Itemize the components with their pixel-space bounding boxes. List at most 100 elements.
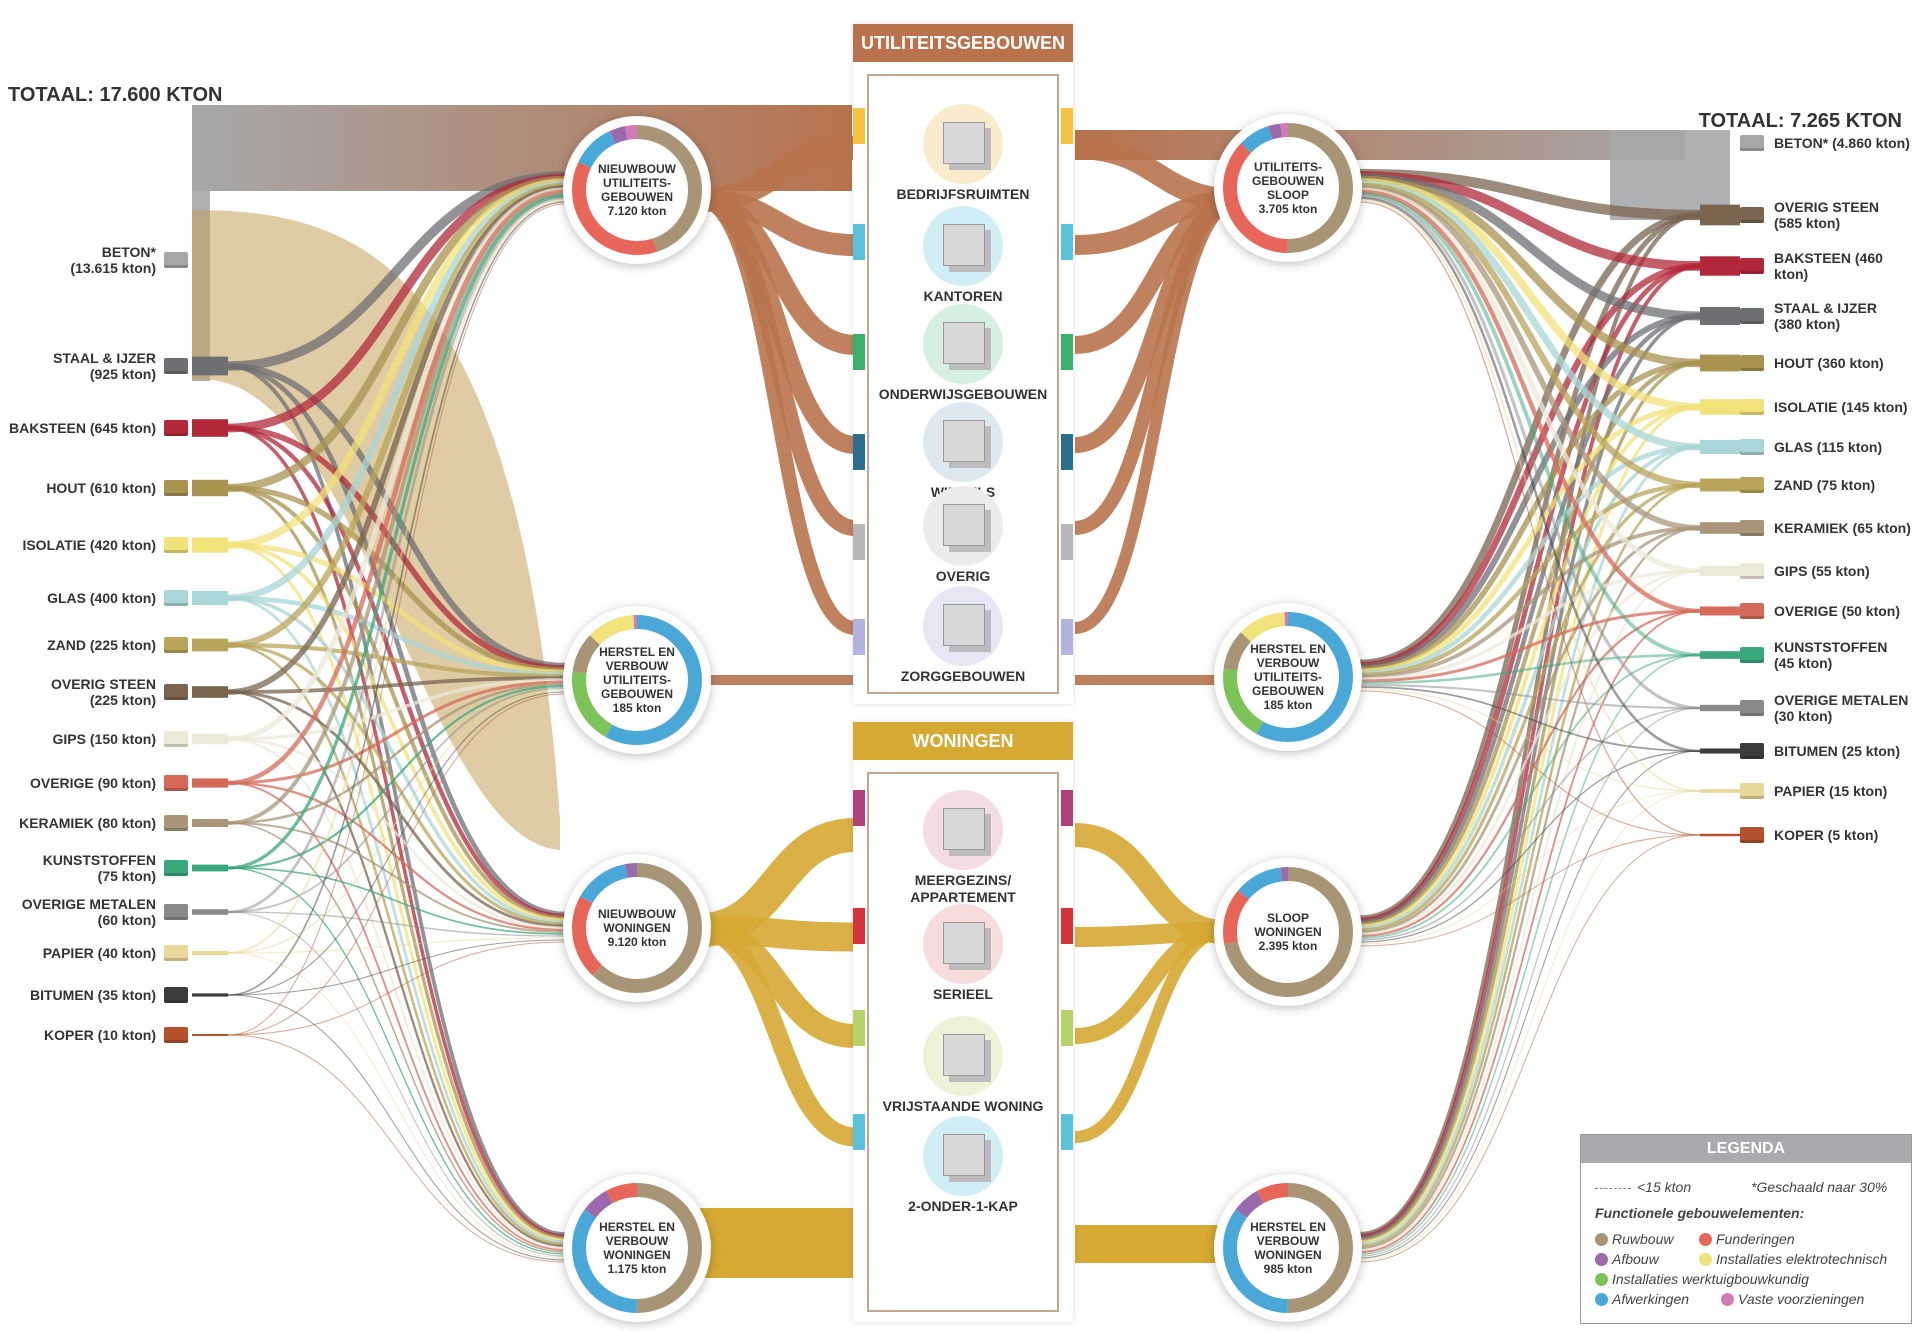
input-flow-12-0 — [227, 196, 566, 914]
output-flow-15-0 — [1359, 201, 1701, 836]
output-flow-13-0 — [1359, 196, 1701, 753]
output-bar-3 — [1700, 306, 1740, 326]
donut-chart — [1223, 867, 1353, 997]
input-flow-14-1 — [227, 691, 566, 996]
repair-homes-flow — [700, 1208, 855, 1278]
category-marker-right — [1061, 434, 1073, 470]
output-flow-6-2 — [1359, 445, 1701, 930]
output-flow-11-1 — [1359, 653, 1701, 685]
output-material-6: GLAS (115 kton) — [1740, 431, 1920, 463]
material-label: GIPS (150 kton) — [52, 731, 156, 747]
category-label: MEERGEZINS/ APPARTEMENT — [910, 872, 1016, 905]
output-flow-11-0 — [1359, 192, 1701, 657]
output-flow-14-2 — [1359, 790, 1701, 945]
category-label: 2-ONDER-1-KAP — [908, 1198, 1018, 1214]
legend-swatch — [1595, 1293, 1608, 1306]
output-material-11: KUNSTSTOFFEN (45 kton) — [1740, 639, 1920, 671]
output-flow-8-3 — [1359, 526, 1701, 1250]
category-2: VRIJSTAANDE WONING — [869, 1016, 1057, 1115]
material-icon — [1740, 647, 1764, 663]
input-flow-5-3 — [227, 596, 566, 1244]
material-label: BETON* (4.860 kton) — [1774, 135, 1910, 151]
donut-segment — [572, 125, 702, 255]
output-material-9: GIPS (55 kton) — [1740, 555, 1920, 587]
donut-chart — [1223, 1183, 1353, 1313]
input-flow-14-2 — [227, 939, 566, 996]
material-label: ISOLATIE (145 kton) — [1774, 399, 1908, 415]
output-flow-15-1 — [1359, 690, 1701, 836]
input-flow-5-2 — [227, 596, 566, 924]
output-bar-9 — [1700, 565, 1740, 577]
material-icon — [164, 945, 188, 961]
output-flow-7-1 — [1359, 482, 1701, 678]
input-flow-8-0 — [227, 187, 566, 742]
category-marker-left — [853, 524, 865, 560]
legend-swatch — [1595, 1253, 1608, 1266]
output-bar-10 — [1700, 606, 1740, 616]
input-bar-6 — [192, 638, 228, 652]
node-0: NIEUWBOUW UTILITEITS- GEBOUWEN 7.120 kto… — [563, 116, 711, 264]
legend-swatch — [1699, 1233, 1712, 1246]
category-marker-left — [853, 1114, 865, 1150]
input-flow-13-1 — [227, 689, 566, 954]
building-icon — [923, 304, 1003, 384]
output-bar-2 — [1700, 256, 1740, 276]
input-flow-15-0 — [227, 203, 566, 1036]
input-flow-12-1 — [227, 687, 566, 913]
material-icon — [1740, 258, 1764, 274]
output-material-0: BETON* (4.860 kton) — [1740, 127, 1920, 159]
input-material-11: KUNSTSTOFFEN (75 kton) — [0, 852, 188, 884]
output-bar-8 — [1700, 522, 1740, 534]
material-icon — [1740, 355, 1764, 371]
building-icon — [923, 402, 1003, 482]
legend-swatch — [1721, 1293, 1734, 1306]
output-material-3: STAAL & IJZER (380 kton) — [1740, 300, 1920, 332]
input-flow-8-1 — [227, 678, 566, 741]
output-flow-10-1 — [1359, 609, 1701, 683]
input-flow-5-0 — [227, 180, 566, 602]
material-label: OVERIGE (50 kton) — [1774, 603, 1901, 619]
output-flow-14-3 — [1359, 790, 1701, 1261]
input-flow-11-0 — [227, 194, 566, 870]
legend-item-3: Installaties elektrotechnisch — [1699, 1251, 1887, 1267]
input-flow-11-1 — [227, 684, 566, 870]
input-flow-3-3 — [227, 486, 566, 1240]
utility-panel-title: UTILITEITSGEBOUWEN — [853, 24, 1073, 62]
legend: LEGENDA <15 kton *Geschaald naar 30% Fun… — [1580, 1134, 1912, 1324]
building-icon — [923, 790, 1003, 870]
input-flow-6-2 — [227, 643, 566, 926]
output-flow-9-0 — [1359, 187, 1701, 574]
category-marker-right — [1061, 619, 1073, 655]
input-flow-1-0 — [227, 171, 566, 371]
output-flow-2-1 — [1359, 262, 1701, 669]
input-bar-11 — [192, 864, 228, 872]
output-flow-14-0 — [1359, 199, 1701, 792]
material-icon — [1740, 207, 1764, 223]
output-flow-9-1 — [1359, 569, 1701, 681]
category-0: MEERGEZINS/ APPARTEMENT — [869, 790, 1057, 906]
donut-chart — [572, 863, 702, 993]
donut-segment — [1223, 123, 1353, 253]
node-label: HERSTEL EN VERBOUW WONINGEN 985 kton — [1250, 1220, 1326, 1276]
legend-item-4: Installaties werktuigbouwkundig — [1595, 1271, 1809, 1287]
category-marker-right — [1061, 524, 1073, 560]
output-material-8: KERAMIEK (65 kton) — [1740, 512, 1920, 544]
category-2: ONDERWIJSGEBOUWEN — [869, 304, 1057, 403]
material-label: KOPER (5 kton) — [1774, 827, 1879, 843]
category-marker-right — [1061, 108, 1073, 144]
material-icon — [1740, 743, 1764, 759]
category-label: ONDERWIJSGEBOUWEN — [878, 386, 1048, 402]
output-flow-8-0 — [1359, 185, 1701, 531]
category-marker-right — [1061, 334, 1073, 370]
input-flow-15-3 — [227, 1034, 566, 1263]
input-bar-8 — [192, 733, 228, 745]
legend-swatch — [1595, 1273, 1608, 1286]
input-flow-13-3 — [227, 952, 566, 1259]
building-icon — [923, 904, 1003, 984]
input-flow-7-0 — [227, 185, 566, 695]
legend-label: Vaste voorzieningen — [1738, 1291, 1865, 1307]
material-icon — [164, 684, 188, 700]
material-icon — [164, 480, 188, 496]
